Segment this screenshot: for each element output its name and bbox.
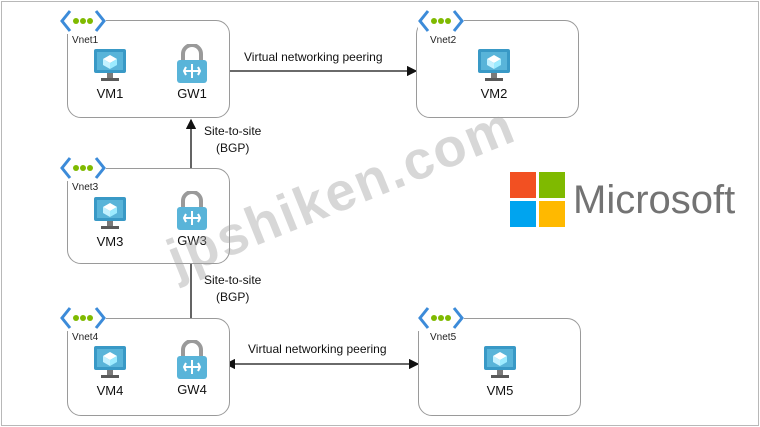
ms-logo-yellow-square	[539, 201, 565, 227]
peering-top-label: Virtual networking peering	[244, 50, 383, 64]
vpn-gateway-lock-icon	[177, 44, 207, 83]
vnet5-label: Vnet5	[430, 332, 457, 343]
vm5-node: VM5	[470, 345, 530, 398]
ms-logo-green-square	[539, 172, 565, 198]
vnet1-network-icon	[60, 8, 106, 34]
vm3-label: VM3	[96, 234, 124, 249]
vnet5-network-icon	[418, 305, 464, 331]
gw4-node: GW4	[162, 340, 222, 397]
gw3-node: GW3	[162, 191, 222, 248]
virtual-machine-icon	[484, 346, 516, 378]
s2s-top-label: Site-to-site (BGP)	[204, 123, 261, 157]
gw1-label: GW1	[177, 86, 207, 101]
vm1-node: VM1	[80, 48, 140, 101]
vm1-label: VM1	[96, 86, 124, 101]
s2s-bottom-label-line2: (BGP)	[216, 290, 250, 304]
s2s-top-label-line2: (BGP)	[216, 141, 250, 155]
s2s-bottom-label-line1: Site-to-site	[204, 273, 262, 287]
vnet4-label: Vnet4	[72, 332, 99, 343]
virtual-machine-icon	[94, 49, 126, 81]
microsoft-logo-icon	[510, 172, 566, 228]
vnet4-network-icon	[60, 305, 106, 331]
ms-logo-blue-square	[510, 201, 536, 227]
vm3-node: VM3	[80, 196, 140, 249]
vnet2-network-icon	[418, 8, 464, 34]
vnet3-label: Vnet3	[72, 182, 99, 193]
s2s-bottom-label: Site-to-site (BGP)	[204, 272, 261, 306]
vpn-gateway-lock-icon	[177, 191, 207, 230]
vm2-label: VM2	[480, 86, 508, 101]
vm2-node: VM2	[464, 48, 524, 101]
gw4-label: GW4	[177, 382, 207, 397]
vm4-node: VM4	[80, 345, 140, 398]
vnet3-network-icon	[60, 155, 106, 181]
ms-logo-red-square	[510, 172, 536, 198]
vm4-label: VM4	[96, 383, 124, 398]
virtual-machine-icon	[94, 346, 126, 378]
virtual-machine-icon	[478, 49, 510, 81]
vm5-label: VM5	[486, 383, 514, 398]
vpn-gateway-lock-icon	[177, 340, 207, 379]
gw3-label: GW3	[177, 233, 207, 248]
microsoft-wordmark: Microsoft	[573, 178, 736, 222]
vnet2-label: Vnet2	[430, 35, 457, 46]
s2s-top-label-line1: Site-to-site	[204, 124, 262, 138]
vnet1-label: Vnet1	[72, 35, 99, 46]
gw1-node: GW1	[162, 44, 222, 101]
virtual-machine-icon	[94, 197, 126, 229]
peering-bottom-label: Virtual networking peering	[248, 342, 387, 356]
